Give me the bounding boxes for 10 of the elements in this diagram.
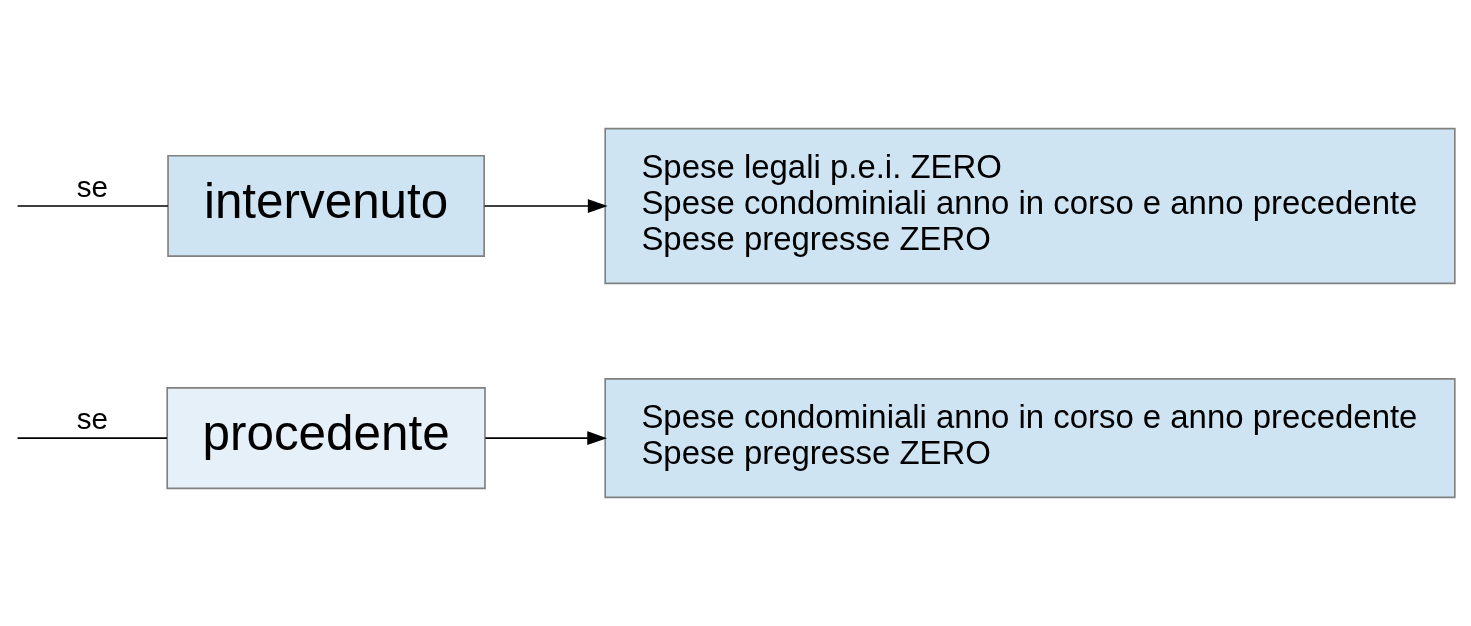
arrow [484,431,608,446]
arrow [483,199,608,213]
edge-label: se [76,169,108,203]
connector [16,205,169,207]
edge-label: se [76,401,108,435]
node-box: Spese legali p.e.i. ZERO Spese condominiali anno in corso e anno precedente Spese pregresse ZERO [604,127,1456,285]
node-box: Spese condominiali anno in corso e anno precedente Spese pregresse ZERO [604,378,1456,499]
node-box: intervenuto [167,154,485,257]
node-box: procedente [166,387,486,490]
connector [16,437,168,439]
